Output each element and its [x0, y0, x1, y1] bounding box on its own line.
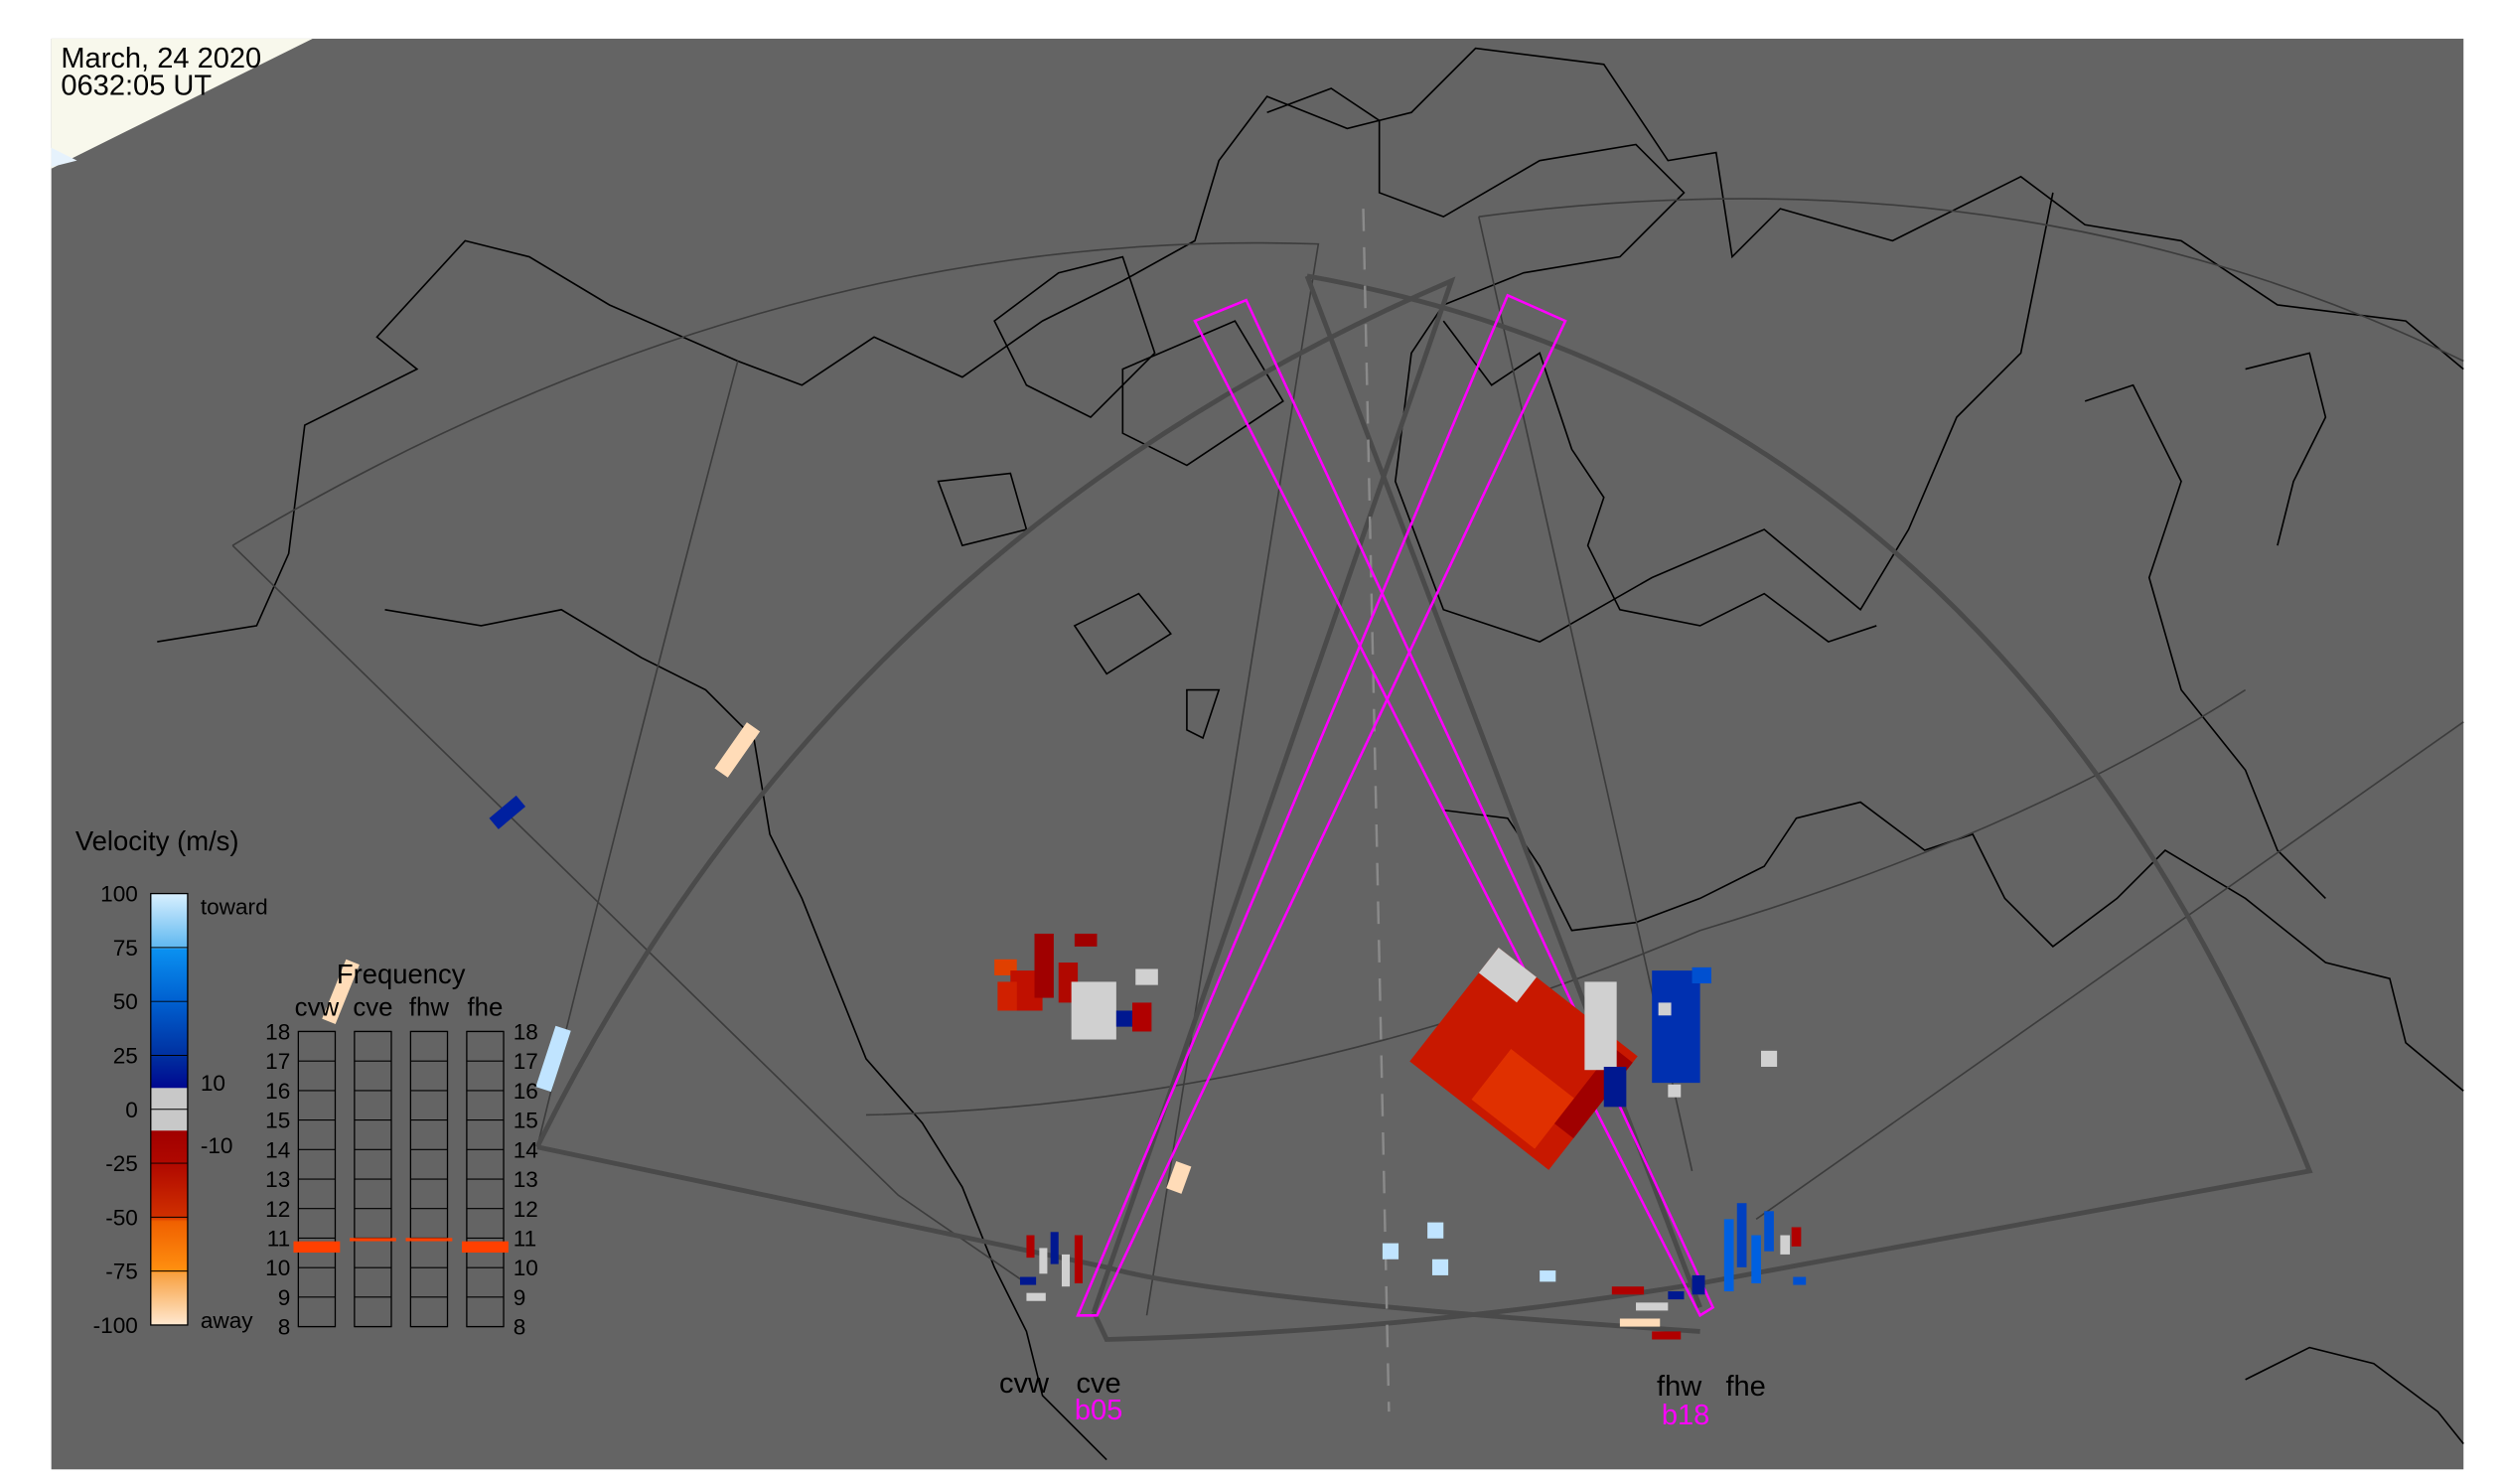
outer-fov-outlines — [231, 198, 2464, 1316]
velocity-cells — [322, 722, 1807, 1340]
frequency-radar-label: cvw — [295, 993, 340, 1021]
colorbar-tick-label: -25 — [105, 1151, 138, 1176]
frequency-marker — [350, 1238, 396, 1242]
colorbar-tick-label: -50 — [105, 1205, 138, 1230]
colorbar-tick-label: 75 — [113, 936, 138, 961]
frequency-tick-right: 15 — [514, 1109, 538, 1133]
frequency-tick-left: 11 — [267, 1227, 290, 1252]
radar-label-cvw: cvw — [999, 1368, 1050, 1400]
frequency-tick-right: 10 — [514, 1256, 538, 1280]
frequency-tick-right: 18 — [514, 1020, 538, 1045]
beam-label-b18: b18 — [1662, 1400, 1709, 1431]
frequency-tick-left: 16 — [265, 1079, 290, 1104]
lower-threshold-label: -10 — [201, 1133, 233, 1158]
frequency-tick-left: 17 — [265, 1049, 290, 1074]
frequency-title: Frequency — [337, 959, 466, 989]
frequency-tick-left: 8 — [278, 1315, 291, 1340]
frequency-tick-left: 15 — [265, 1109, 290, 1133]
velocity-legend-title: Velocity (m/s) — [75, 825, 239, 856]
frequency-tick-left: 13 — [265, 1167, 290, 1192]
frequency-radar-label: fhe — [468, 993, 504, 1021]
fh-fov — [1092, 273, 2313, 1342]
frequency-tick-left: 12 — [265, 1197, 290, 1222]
center-meridian — [1362, 209, 1391, 1412]
frequency-tick-left: 14 — [265, 1137, 290, 1162]
frequency-tick-right: 13 — [514, 1167, 538, 1192]
time-label: 0632:05 UT — [61, 70, 212, 101]
frequency-tick-right: 12 — [514, 1197, 538, 1222]
frequency-tick-right: 16 — [514, 1079, 538, 1104]
frequency-marker — [405, 1238, 453, 1242]
frequency-radar-label: fhw — [409, 993, 450, 1021]
radar-label-fhe: fhe — [1725, 1371, 1765, 1403]
frequency-tick-right: 8 — [514, 1315, 526, 1340]
date-label: March, 24 2020 — [61, 43, 261, 74]
colorbar-tick-label: 50 — [113, 989, 138, 1014]
cv-fov — [534, 276, 1456, 1313]
frequency-tick-right: 17 — [514, 1049, 538, 1074]
frequency-tick-left: 10 — [265, 1256, 290, 1280]
beam-outlines — [1076, 293, 1715, 1318]
upper-threshold-label: 10 — [201, 1071, 225, 1096]
frequency-tick-right: 14 — [514, 1137, 538, 1162]
frequency-tick-left: 18 — [265, 1020, 290, 1045]
radar-label-fhw: fhw — [1657, 1371, 1702, 1403]
beam-b05 — [1076, 293, 1567, 1317]
beam-b18 — [1193, 298, 1715, 1318]
toward-label: toward — [201, 895, 268, 920]
colorbar-tick-label: 25 — [113, 1044, 138, 1069]
frequency-radar-label: cve — [353, 993, 392, 1021]
away-label: away — [201, 1308, 253, 1333]
map-background — [51, 38, 2464, 1470]
frequency-tick-left: 9 — [278, 1285, 291, 1310]
colorbar-tick-label: 100 — [100, 882, 138, 907]
frequency-marker — [293, 1241, 341, 1254]
frequency-marker — [462, 1241, 509, 1254]
colorbar-tick-label: 0 — [125, 1098, 138, 1122]
radar-label-cve: cve — [1076, 1368, 1120, 1400]
beam-label-b05: b05 — [1075, 1395, 1122, 1426]
colorbar-tick-label: -75 — [105, 1260, 138, 1284]
frequency-tick-right: 11 — [514, 1227, 536, 1252]
colorbar-tick-label: -100 — [93, 1313, 138, 1338]
frequency-tick-right: 9 — [514, 1285, 526, 1310]
